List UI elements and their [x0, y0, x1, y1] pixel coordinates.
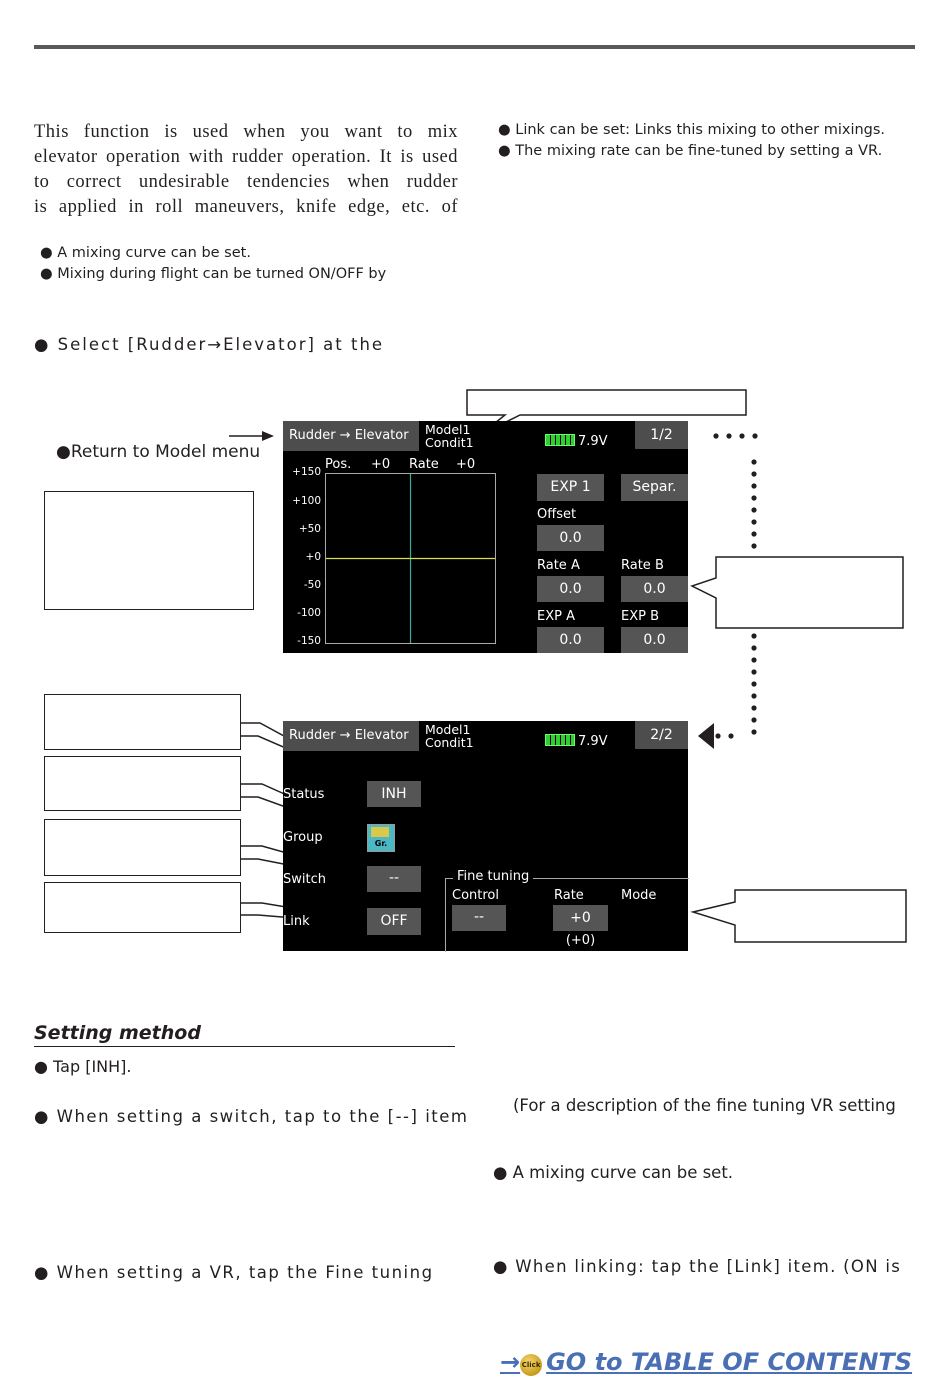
switch-callout-box	[44, 819, 241, 876]
model-name: Model1	[425, 422, 471, 437]
screen-title[interactable]: Rudder → Elevator	[283, 421, 419, 451]
group-callout-box	[44, 756, 241, 811]
control-label: Control	[452, 888, 499, 903]
curve-plot	[326, 474, 495, 643]
y-tick: +100	[292, 495, 321, 507]
left-info-box	[44, 491, 254, 610]
exp-a-value[interactable]: 0.0	[537, 627, 604, 653]
y-tick: +150	[292, 466, 321, 478]
mixing-screen-page-2: Rudder → Elevator Model1 Condit1 7.9V 2/…	[283, 721, 689, 952]
step-tap-inh: ● Tap [INH].	[34, 1057, 132, 1076]
fine-rate-button[interactable]: +0	[553, 905, 608, 931]
switch-label: Switch	[283, 872, 326, 887]
features-left: ● A mixing curve can be set. ● Mixing du…	[40, 243, 386, 285]
y-tick: -100	[297, 607, 321, 619]
battery-voltage: 7.9V	[578, 734, 608, 749]
battery-icon	[545, 734, 575, 746]
status-callout-box	[44, 694, 241, 750]
fine-tuning-label: Fine tuning	[453, 869, 534, 884]
link-callout-box	[44, 882, 241, 933]
feature-item: ● Mixing during flight can be turned ON/…	[40, 266, 387, 282]
exp-b-value[interactable]: 0.0	[621, 627, 688, 653]
step-vr: ● When setting a VR, tap the Fine tuning	[34, 1263, 434, 1282]
y-tick: +50	[298, 523, 321, 535]
intro-line: This function is used when you want to m…	[34, 122, 458, 142]
condition-name: Condit1	[425, 735, 474, 750]
group-label: Group	[283, 830, 323, 845]
return-arrow-head	[262, 431, 274, 441]
rate-label: Rate	[409, 457, 439, 472]
y-tick: +0	[305, 551, 321, 563]
top-rule	[34, 45, 915, 49]
page-indicator[interactable]: 2/2	[635, 721, 688, 749]
select-instruction: ● Select [Rudder→Elevator] at the	[34, 335, 385, 354]
features-right: ● Link can be set: Links this mixing to …	[498, 120, 885, 162]
toc-arrow: →	[500, 1348, 521, 1376]
page-link-arrow	[698, 723, 714, 749]
exp-a-label: EXP A	[537, 609, 575, 624]
exp-b-label: EXP B	[621, 609, 660, 624]
pos-label: Pos.	[325, 457, 352, 472]
control-button[interactable]: --	[452, 905, 506, 931]
page-indicator[interactable]: 1/2	[635, 421, 688, 449]
fine-tuning-note: (For a description of the fine tuning VR…	[513, 1096, 896, 1115]
condition-name: Condit1	[425, 435, 474, 450]
group-icon	[371, 827, 389, 837]
click-badge-icon: Click	[520, 1354, 543, 1376]
rate-b-label: Rate B	[621, 558, 664, 573]
setting-method-heading: Setting method	[34, 1022, 455, 1047]
rate-callout	[690, 556, 904, 629]
group-icon-label: Gr.	[374, 839, 388, 848]
feature-item: ● The mixing rate can be fine-tuned by s…	[498, 143, 883, 159]
battery-icon	[545, 434, 575, 446]
status-label: Status	[283, 787, 325, 802]
intro-line: is applied in roll maneuvers, knife edge…	[34, 197, 458, 217]
mode-label: Mode	[621, 888, 657, 903]
model-info: Model1 Condit1	[425, 723, 474, 749]
y-tick: -50	[303, 579, 321, 591]
separate-button[interactable]: Separ.	[621, 474, 688, 501]
battery-indicator: 7.9V	[545, 734, 608, 749]
offset-value[interactable]: 0.0	[537, 525, 604, 551]
link-label: Link	[283, 914, 310, 929]
diagram-connectors	[229, 389, 907, 943]
rate-a-value[interactable]: 0.0	[537, 576, 604, 602]
mixing-curve-graph[interactable]	[325, 473, 496, 644]
intro-paragraph: This function is used when you want to m…	[34, 120, 458, 220]
status-button[interactable]: INH	[367, 781, 421, 807]
fine-rate-label: Rate	[554, 888, 584, 903]
screen-title[interactable]: Rudder → Elevator	[283, 721, 419, 751]
return-to-model-menu[interactable]: ●Return to Model menu	[56, 442, 261, 462]
group-button[interactable]: Gr.	[367, 824, 395, 852]
offset-label: Offset	[537, 507, 577, 522]
feature-item: ● Link can be set: Links this mixing to …	[498, 122, 886, 138]
model-info: Model1 Condit1	[425, 423, 474, 449]
intro-line: elevator operation with rudder operation…	[34, 147, 458, 167]
switch-button[interactable]: --	[367, 866, 421, 892]
model-name: Model1	[425, 722, 471, 737]
rate-a-label: Rate A	[537, 558, 580, 573]
y-tick: -150	[297, 635, 321, 647]
toc-link-text[interactable]: GO to TABLE OF CONTENTS	[546, 1348, 913, 1376]
fine-rate-sub-value: (+0)	[565, 933, 596, 948]
step-switch: ● When setting a switch, tap to the [--]…	[34, 1107, 469, 1126]
rate-b-value[interactable]: 0.0	[621, 576, 688, 602]
exp-1-button[interactable]: EXP 1	[537, 474, 604, 501]
link-button[interactable]: OFF	[367, 908, 421, 935]
link-note: ● When linking: tap the [Link] item. (ON…	[493, 1257, 902, 1276]
pos-value: +0	[371, 457, 391, 472]
feature-item: ● A mixing curve can be set.	[40, 245, 251, 261]
rate-value: +0	[456, 457, 476, 472]
page-link-dots	[713, 433, 758, 739]
mixing-screen-page-1: Rudder → Elevator Model1 Condit1 7.9V 1/…	[283, 421, 688, 653]
battery-voltage: 7.9V	[578, 434, 608, 449]
fine-tuning-group	[445, 878, 689, 952]
intro-line: to correct undesirable tendencies when r…	[34, 172, 458, 192]
fine-tuning-callout	[690, 889, 907, 943]
battery-indicator: 7.9V	[545, 434, 608, 449]
curve-note: ● A mixing curve can be set.	[493, 1163, 734, 1182]
